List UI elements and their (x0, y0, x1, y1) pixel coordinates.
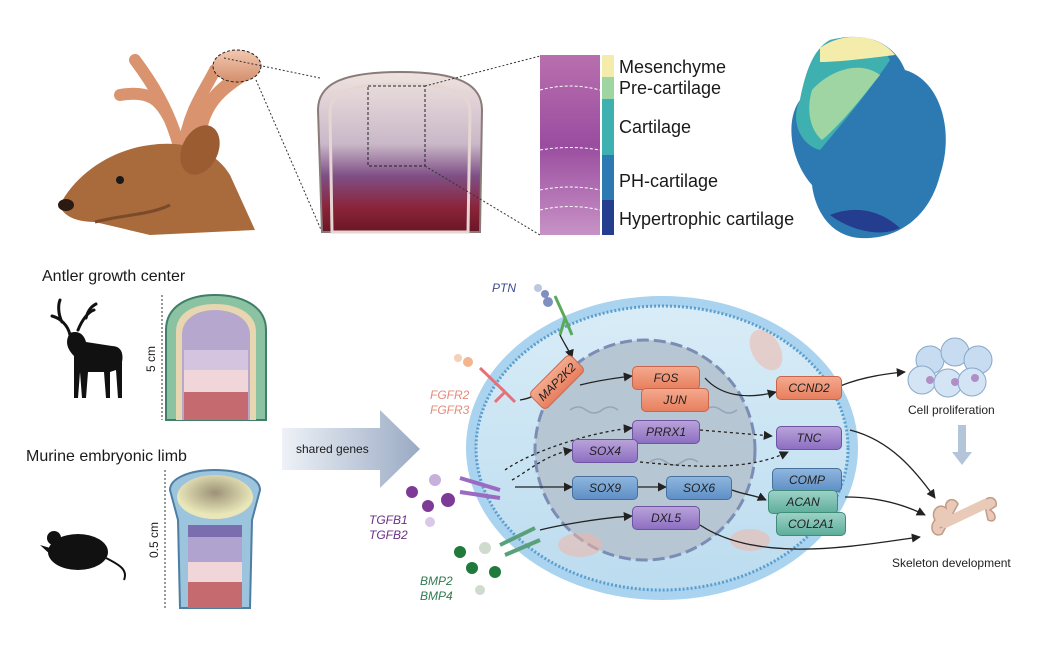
zoom-box (367, 85, 426, 167)
gene-box-sox9: SOX9 (572, 476, 638, 500)
gene-box-tnc: TNC (776, 426, 842, 450)
outcome-cell-proliferation: Cell proliferation (908, 403, 995, 417)
gene-box-ccnd2: CCND2 (776, 376, 842, 400)
deer-silhouette-icon (50, 298, 123, 398)
dna-strands (569, 406, 738, 466)
ligand-label-ptn: PTN (492, 281, 516, 295)
outcome-skeleton-development: Skeleton development (892, 556, 1011, 570)
ligand-label-bmp2: BMP2 (420, 574, 453, 588)
gene-box-sox6: SOX6 (666, 476, 732, 500)
ligand-label-fgfr2: FGFR2 (430, 388, 470, 402)
shared-genes-arrow (282, 410, 420, 488)
pathway-arrows (504, 334, 936, 550)
umap-scatter (791, 36, 946, 239)
zoom-line (424, 55, 541, 87)
gene-box-jun: JUN (641, 388, 709, 412)
tgfb-ligand-receptor (406, 474, 501, 527)
histology-strip (539, 55, 601, 235)
gene-box-acan: ACAN (768, 490, 838, 514)
murine-limb-diagram (168, 468, 262, 609)
bmp-ligand-receptor (454, 526, 541, 595)
gene-box-fos: FOS (632, 366, 700, 390)
down-arrow (952, 425, 972, 465)
cell-cluster-icon (907, 337, 993, 398)
shared-genes-label: shared genes (296, 442, 369, 456)
zoom-line (255, 79, 323, 233)
antler-section-photo (316, 70, 484, 234)
organelles (558, 329, 783, 557)
zone-label-cartilage: Cartilage (619, 117, 692, 137)
antler-growth-center-title: Antler growth center (42, 268, 186, 285)
zone-label-hypertrophic-cartilage: Hypertrophic cartilage (619, 209, 795, 229)
bone-icon (931, 496, 997, 536)
gene-box-col2a1: COL2A1 (776, 512, 846, 536)
gene-box-dxl5: DXL5 (632, 506, 700, 530)
zone-label-pre-cartilage: Pre-cartilage (619, 78, 722, 98)
ligand-label-bmp4: BMP4 (420, 589, 453, 603)
zone-color-bar (602, 55, 614, 235)
murine-embryonic-limb-title: Murine embryonic limb (26, 448, 187, 465)
antler-scale-label: 5 cm (144, 346, 158, 372)
ligand-label-tgfb2: TGFB2 (369, 528, 408, 542)
gene-box-comp: COMP (772, 468, 842, 492)
zone-label-mesenchyme: Mesenchyme (619, 57, 727, 77)
gene-box-sox4: SOX4 (572, 439, 638, 463)
gene-box-prrx1: PRRX1 (632, 420, 700, 444)
zone-label-ph-cartilage: PH-cartilage (619, 171, 719, 191)
ptn-ligand-receptor (534, 284, 574, 336)
antler-section-diagram (165, 293, 267, 421)
zoom-line (223, 57, 321, 79)
deer-head-photo (58, 50, 261, 235)
ligand-label-tgfb1: TGFB1 (369, 513, 408, 527)
mouse-silhouette-icon (40, 531, 126, 581)
fgfr-ligand-receptor (454, 354, 517, 404)
murine-scale-label: 0.5 cm (147, 522, 161, 558)
ligand-label-fgfr3: FGFR3 (430, 403, 470, 417)
